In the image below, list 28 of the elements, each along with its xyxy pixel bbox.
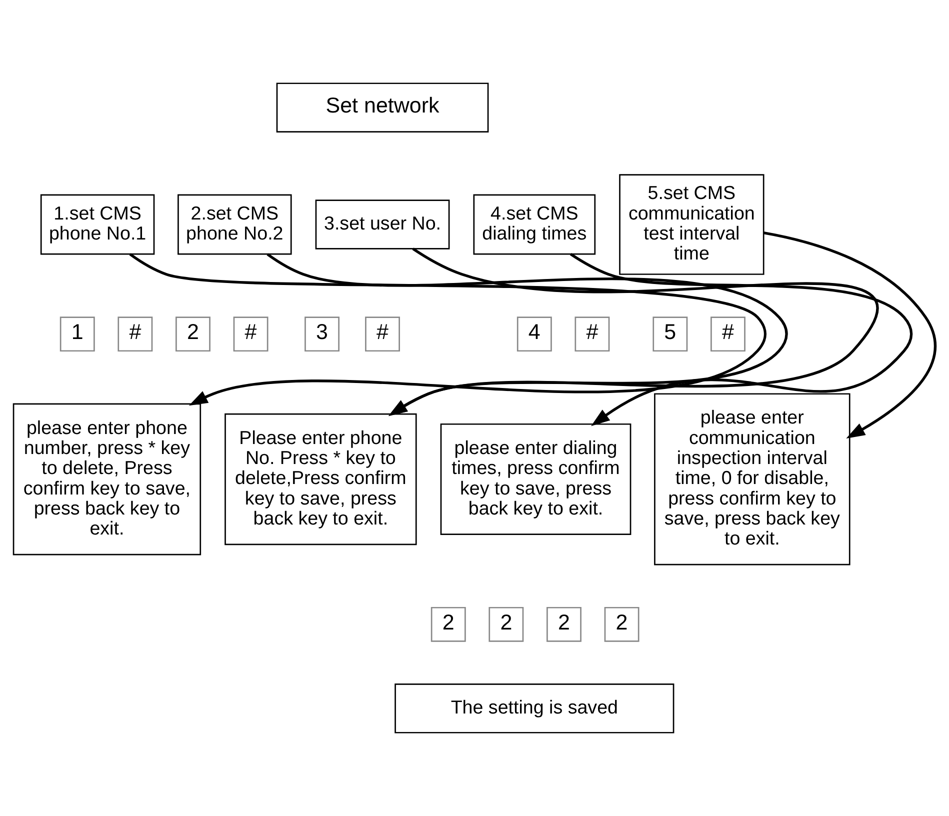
node-box: Set network xyxy=(276,82,489,132)
node-box: 3 xyxy=(304,316,340,352)
node-box: # xyxy=(574,316,610,352)
node-box: 2 xyxy=(488,606,524,642)
node-box: 4 xyxy=(516,316,552,352)
node-box: Please enter phone No. Press * key to delete,Press confirm key to save, press back key to exit. xyxy=(224,413,417,546)
node-box: 3.set user No. xyxy=(315,200,450,250)
node-box: please enter dialing times, press confirm key to save, press back key to exit. xyxy=(440,423,632,536)
node-box: 5.set CMS communication test interval time xyxy=(619,174,764,275)
node-box: 2 xyxy=(430,606,466,642)
arrow xyxy=(570,252,913,426)
node-box: # xyxy=(710,316,746,352)
node-box: 5 xyxy=(652,316,688,352)
node-box: 1.set CMS phone No.1 xyxy=(40,194,155,255)
node-box: 2.set CMS phone No.2 xyxy=(178,194,292,255)
node-box: 4.set CMS dialing times xyxy=(473,194,596,255)
node-box: please enter communication inspection interval time, 0 for disable, press confirm key to save, press back key to exit. xyxy=(654,393,850,566)
node-box: 2 xyxy=(604,606,640,642)
node-box: The setting is saved xyxy=(394,684,674,734)
node-box: 1 xyxy=(60,316,95,352)
node-box: 2 xyxy=(546,606,582,642)
arrow xyxy=(763,231,936,438)
node-box: 2 xyxy=(176,316,210,352)
node-box: # xyxy=(365,316,400,352)
node-box: please enter phone number, press * key to delete, Press confirm key to save, press back key to exit. xyxy=(12,403,202,556)
node-box: # xyxy=(118,316,153,352)
node-box: # xyxy=(233,316,268,352)
arrow xyxy=(129,253,766,406)
